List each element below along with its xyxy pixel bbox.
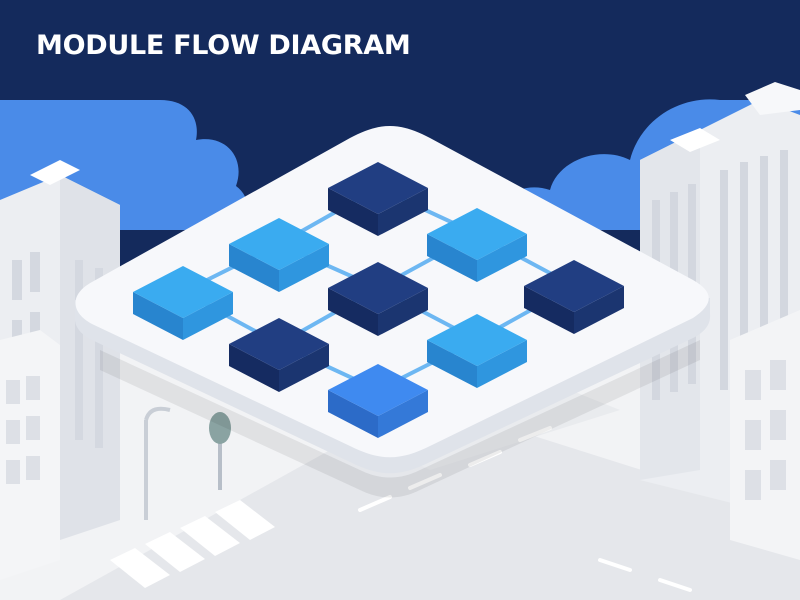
left-low-building [0, 330, 60, 580]
module-block-m3 [427, 208, 527, 282]
module-left-face [229, 244, 279, 292]
module-top-face [328, 262, 428, 314]
module-block-m5 [328, 262, 428, 336]
module-left-face [427, 234, 477, 282]
module-block-m4 [133, 266, 233, 340]
module-right-face [183, 292, 233, 340]
module-right-face [378, 288, 428, 336]
module-left-face [524, 286, 574, 334]
module-left-face [229, 344, 279, 392]
road-markings [358, 426, 692, 592]
module-block-m8 [427, 314, 527, 388]
module-right-face [574, 286, 624, 334]
module-left-face [328, 188, 378, 236]
right-low-building [730, 310, 800, 560]
module-left-face [328, 288, 378, 336]
module-left-face [427, 340, 477, 388]
module-top-face [427, 208, 527, 260]
main-road [60, 400, 800, 600]
module-top-face [328, 162, 428, 214]
module-right-face [378, 390, 428, 438]
diagram-platform [74, 126, 711, 498]
module-left-face [133, 292, 183, 340]
street-tree [209, 412, 231, 490]
module-right-face [279, 344, 329, 392]
module-top-face [229, 218, 329, 270]
module-right-face [477, 234, 527, 282]
diagram-title: MODULE FLOW DIAGRAM [36, 30, 411, 61]
module-top-face [524, 260, 624, 312]
module-right-face [477, 340, 527, 388]
street-lamp [144, 406, 171, 520]
module-right-face [279, 244, 329, 292]
module-block-m1 [328, 162, 428, 236]
module-left-face [328, 390, 378, 438]
crosswalk [110, 500, 275, 588]
module-block-m6 [524, 260, 624, 334]
module-top-face [427, 314, 527, 366]
module-block-m2 [229, 218, 329, 292]
module-top-face [328, 364, 428, 416]
module-top-face [133, 266, 233, 318]
module-block-m9 [328, 364, 428, 438]
platform-shadow [100, 340, 700, 498]
module-blocks [133, 162, 624, 438]
module-right-face [378, 188, 428, 236]
module-top-face [229, 318, 329, 370]
module-block-m7 [229, 318, 329, 392]
